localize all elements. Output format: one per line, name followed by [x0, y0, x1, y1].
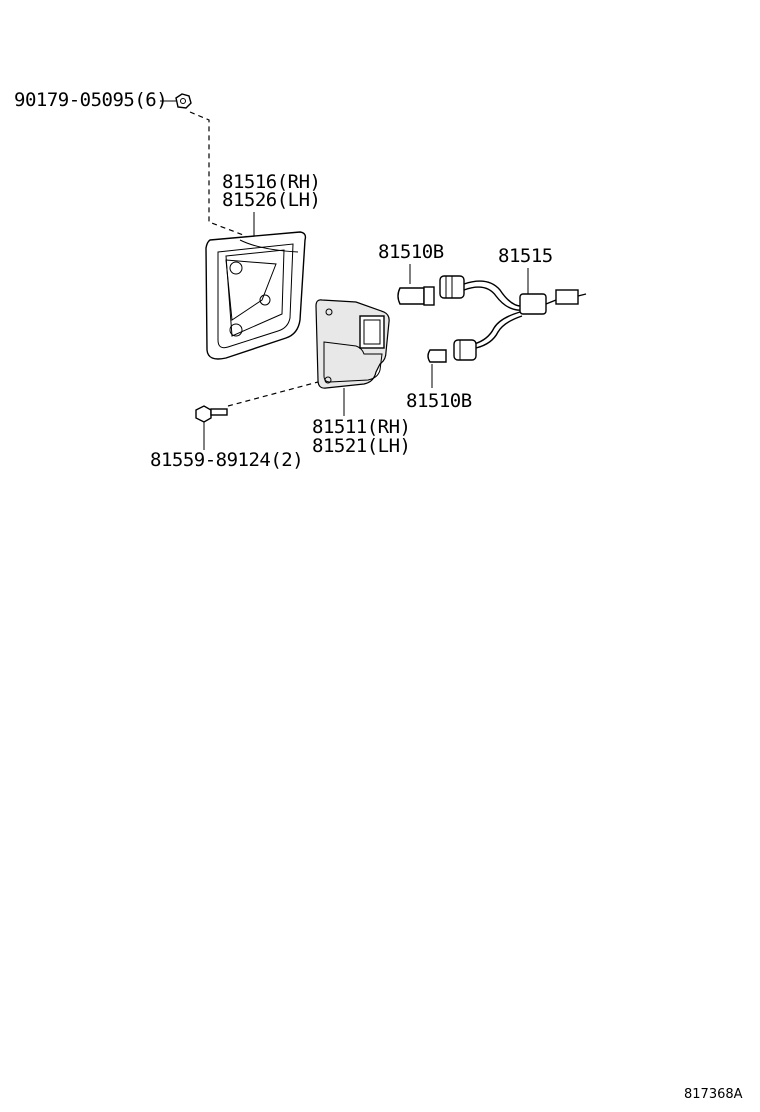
- label-housing-rh: 81516(RH): [222, 171, 320, 193]
- nut-part: [160, 93, 247, 237]
- label-lens-lh: 81521(LH): [312, 435, 410, 457]
- housing-part: [205, 212, 307, 360]
- lens-part: [315, 299, 390, 416]
- label-bulb-top: 81510B: [378, 241, 444, 263]
- figure-code: 817368A: [684, 1087, 743, 1102]
- label-lens-rh: 81511(RH): [312, 416, 410, 438]
- bulb-bottom-part: [427, 349, 447, 388]
- bulb-top-part: [397, 264, 435, 306]
- label-screw: 81559-89124(2): [150, 449, 303, 471]
- label-housing-lh: 81526(LH): [222, 189, 320, 211]
- screw-part: [195, 381, 319, 450]
- socket-wire-part: [439, 268, 587, 361]
- label-bulb-bottom: 81510B: [406, 390, 472, 412]
- label-nut: 90179-05095(6): [14, 89, 167, 111]
- label-socket-wire: 81515: [498, 245, 553, 267]
